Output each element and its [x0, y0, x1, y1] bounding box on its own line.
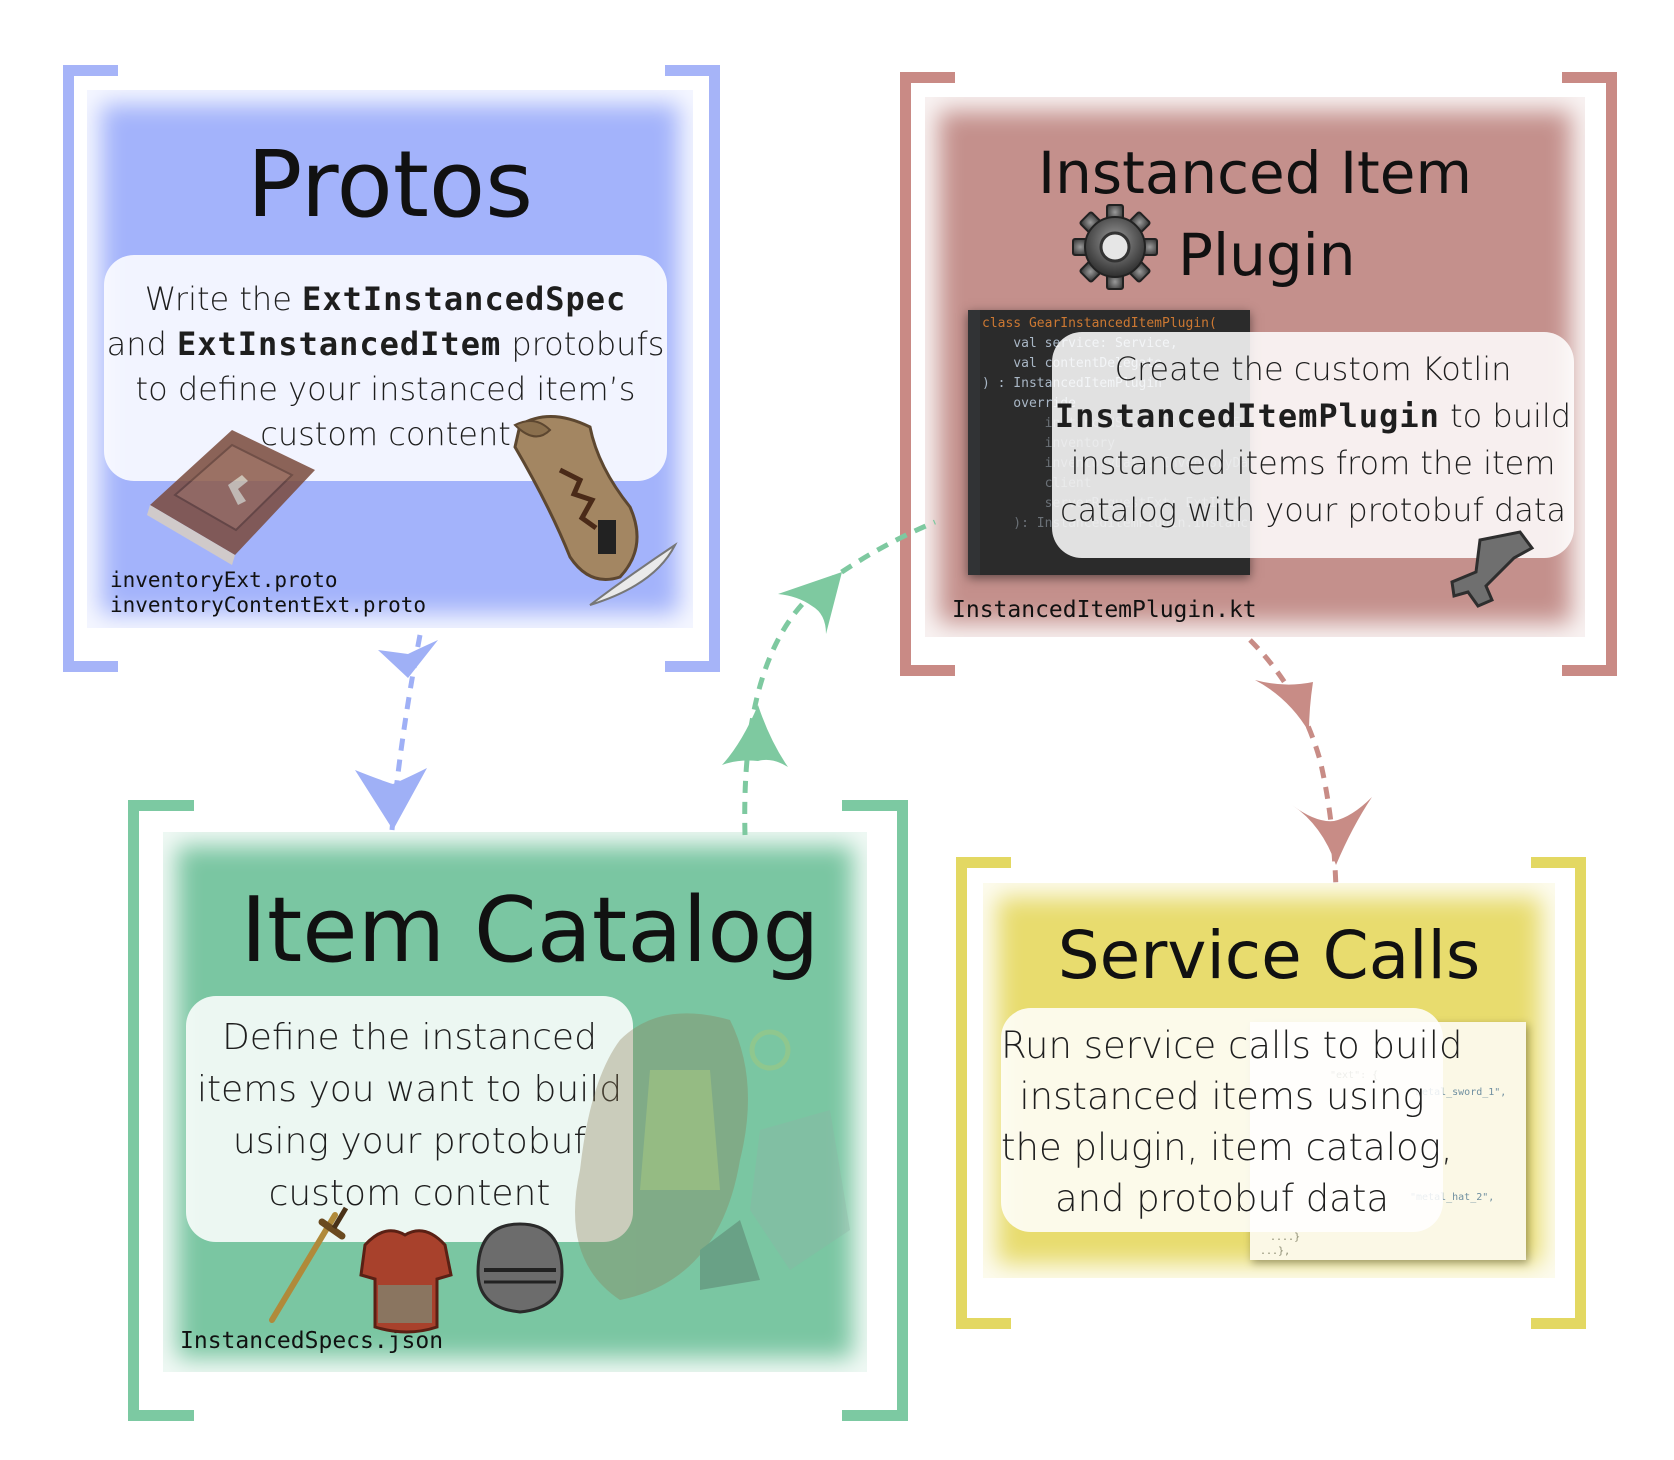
protos-title: Protos	[246, 131, 534, 238]
protos-desc-code-item: ExtInstancedItem	[176, 325, 502, 363]
protos-description: Write the ExtInstancedSpec and ExtInstan…	[104, 255, 667, 481]
catalog-bracket-right	[842, 800, 908, 1421]
plugin-desc-text: to build	[1439, 397, 1572, 435]
helmet-icon	[476, 1222, 564, 1314]
arrow-plugin-to-service	[1248, 638, 1372, 891]
catalog-description: Define the instanced items you want to b…	[186, 996, 633, 1242]
service-desc-text: Run service calls to build	[1001, 1024, 1463, 1067]
arrow-catalog-to-plugin	[722, 519, 936, 836]
code-line: class GearInstancedItemPlugin(	[982, 316, 1217, 331]
service-bracket-right	[1531, 857, 1586, 1329]
plugin-desc-text: Create the custom Kotlin	[1114, 350, 1512, 388]
service-desc-text: instanced items using	[1019, 1075, 1425, 1118]
plugin-bracket-right	[1562, 72, 1617, 676]
plugin-desc-text: instanced items from the item	[1070, 444, 1556, 482]
book-icon	[147, 430, 315, 565]
equipment-pile-icon	[575, 1013, 850, 1300]
protos-desc-text: protobufs	[501, 325, 665, 363]
catalog-desc-text: using your protobuf	[232, 1121, 587, 1162]
service-desc-text: and protobuf data	[1054, 1177, 1390, 1220]
protos-file-name: inventoryExt.proto	[110, 568, 338, 592]
code-gutter	[968, 310, 980, 575]
arrow-protos-to-catalog	[355, 634, 438, 831]
json-string: "metal_sword_1",	[1410, 1087, 1507, 1098]
scroll-icon	[513, 415, 678, 606]
sword-icon	[269, 1206, 349, 1323]
plugin-desc-text: catalog with your protobuf data	[1060, 491, 1566, 529]
service-description: Run service calls to build instanced ite…	[1001, 1008, 1463, 1232]
protos-file-list: inventoryExt.proto inventoryContentExt.p…	[110, 568, 426, 618]
armor-icon	[359, 1229, 453, 1334]
catalog-desc-text: custom content	[268, 1173, 551, 1214]
service-title: Service Calls	[1057, 917, 1481, 994]
protos-desc-code-spec: ExtInstancedSpec	[302, 280, 627, 318]
json-string: "metal_hat_2",	[1410, 1192, 1495, 1203]
protos-desc-text: Write the	[144, 280, 303, 318]
catalog-title: Item Catalog	[240, 878, 820, 983]
plugin-title-line2: Plugin	[1178, 221, 1356, 289]
service-bracket-left	[956, 857, 1011, 1329]
plugin-title-line1: Instanced Item	[1038, 139, 1472, 207]
protos-desc-text: custom content	[260, 415, 511, 453]
catalog-desc-text: items you want to build	[196, 1069, 623, 1110]
protos-desc-text: and	[106, 325, 177, 363]
plugin-bracket-left	[900, 72, 955, 676]
catalog-bracket-left	[128, 800, 194, 1421]
protos-file-name: inventoryContentExt.proto	[110, 593, 427, 617]
gear-icon	[1072, 204, 1158, 290]
plugin-desc-code: InstancedItemPlugin	[1054, 397, 1440, 435]
service-desc-text: the plugin, item catalog,	[1001, 1126, 1453, 1169]
wrench-icon	[1450, 530, 1535, 608]
catalog-desc-text: Define the instanced	[222, 1017, 597, 1058]
protos-bracket-right	[665, 65, 720, 672]
plugin-file-name: InstancedItemPlugin.kt	[952, 597, 1257, 623]
protos-desc-text: to define your instanced item’s	[135, 370, 636, 408]
protos-bracket-left	[63, 65, 118, 672]
plugin-description: Create the custom Kotlin InstancedItemPl…	[1052, 332, 1574, 558]
